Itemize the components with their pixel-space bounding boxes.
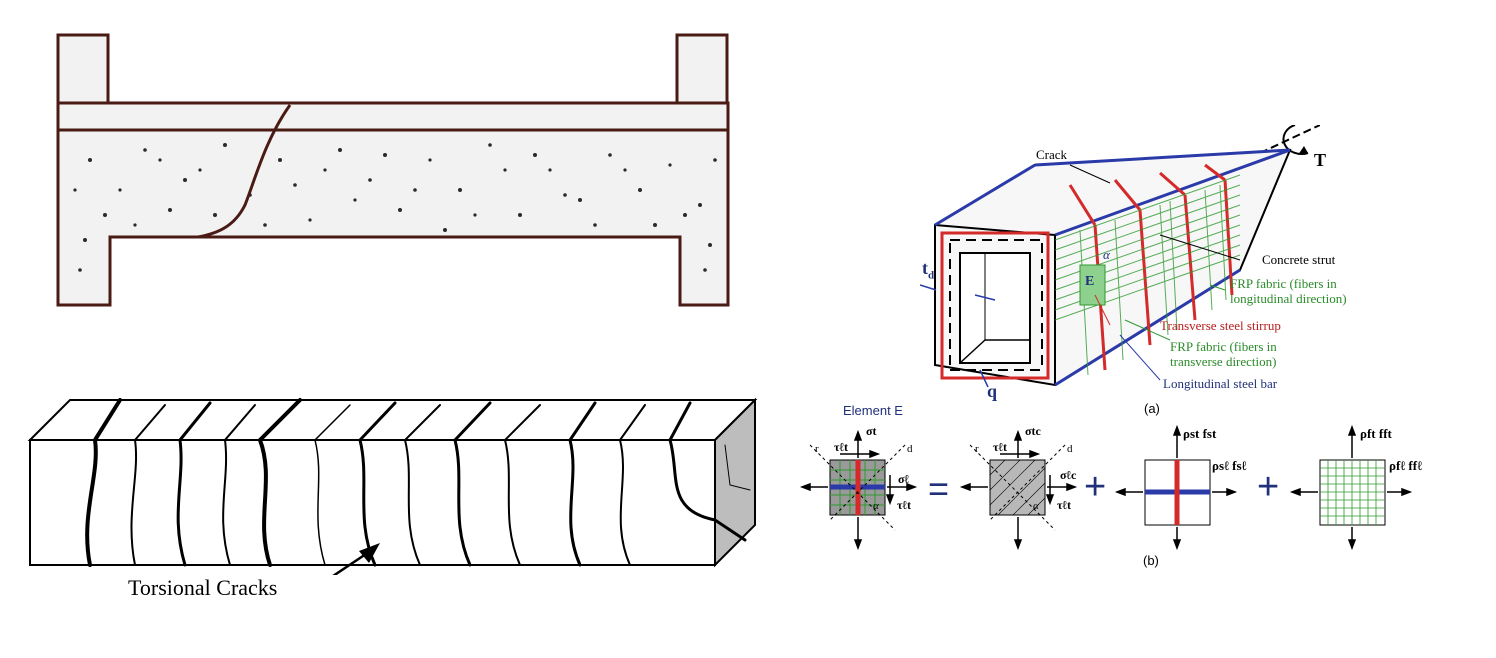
e2-sigma-t: σtc (1025, 424, 1041, 438)
crack-pointer-arrowhead (359, 543, 380, 563)
beam-front-face (29, 439, 716, 566)
torque-label: T (1314, 150, 1327, 170)
e4-top-label: ρft fft (1360, 426, 1392, 441)
e1-sigma-l: σℓ (898, 472, 910, 486)
frp-trans-label-2: transverse direction) (1170, 354, 1277, 369)
e4-right-label: ρfℓ ffℓ (1389, 458, 1422, 473)
beam-section-diagram (56, 33, 730, 307)
right-column-top (675, 33, 729, 107)
stirrup-label: Transverse steel stirrup (1160, 318, 1281, 333)
e2-sigma-l: σℓc (1060, 468, 1077, 482)
e3-top-label: ρst fst (1183, 426, 1217, 441)
concrete-strut-label: Concrete strut (1262, 252, 1336, 267)
e1-d: d (907, 443, 913, 455)
crack-label: Crack (1036, 147, 1068, 162)
left-column-top (56, 33, 110, 107)
e1-alpha: α (873, 500, 879, 512)
caption-b: (b) (1143, 553, 1159, 568)
element-1 (800, 429, 918, 551)
e2-tau: τℓt (993, 440, 1008, 454)
torsion-beam-diagram (27, 397, 758, 575)
crack-pointer-line (332, 548, 373, 575)
long-bar-label: Longitudinal steel bar (1163, 376, 1278, 391)
frp-trans-label-1: FRP fabric (fibers in (1170, 339, 1277, 354)
e2-r: r (975, 443, 979, 455)
frp-long-label-1: FRP fabric (fibers in (1230, 276, 1337, 291)
element-4 (1289, 424, 1413, 551)
alpha-label: α (1103, 247, 1110, 262)
box-section-model (920, 125, 1320, 388)
beam-end-face (714, 397, 756, 568)
equals-sign: = (928, 468, 950, 509)
td-label: td (922, 258, 935, 282)
element-e-title: Element E (843, 403, 903, 418)
frp-long-label-2: longitudinal direction) (1230, 291, 1347, 306)
plus-sign-2: + (1257, 466, 1280, 508)
e2-tau-b: τℓt (1057, 498, 1072, 512)
e2-d: d (1067, 443, 1073, 455)
caption-a: (a) (1144, 401, 1160, 416)
e3-right-label: ρsℓ fsℓ (1212, 458, 1247, 473)
torsional-cracks-label: Torsional Cracks (128, 575, 278, 600)
e1-tau-b: τℓt (897, 498, 912, 512)
e1-tau: τℓt (834, 440, 849, 454)
beam-body (56, 128, 730, 307)
q-label: q (987, 381, 998, 401)
e1-sigma-t: σt (866, 424, 877, 438)
e1-r: r (815, 443, 819, 455)
element-equation-diagram (800, 424, 1413, 551)
shear-crack (197, 104, 292, 239)
element-3 (1114, 424, 1238, 551)
slab (56, 101, 730, 132)
element-2 (959, 429, 1078, 551)
e2-alpha: α (1033, 500, 1039, 512)
element-e-label: E (1085, 274, 1095, 289)
plus-sign-1: + (1084, 466, 1107, 508)
